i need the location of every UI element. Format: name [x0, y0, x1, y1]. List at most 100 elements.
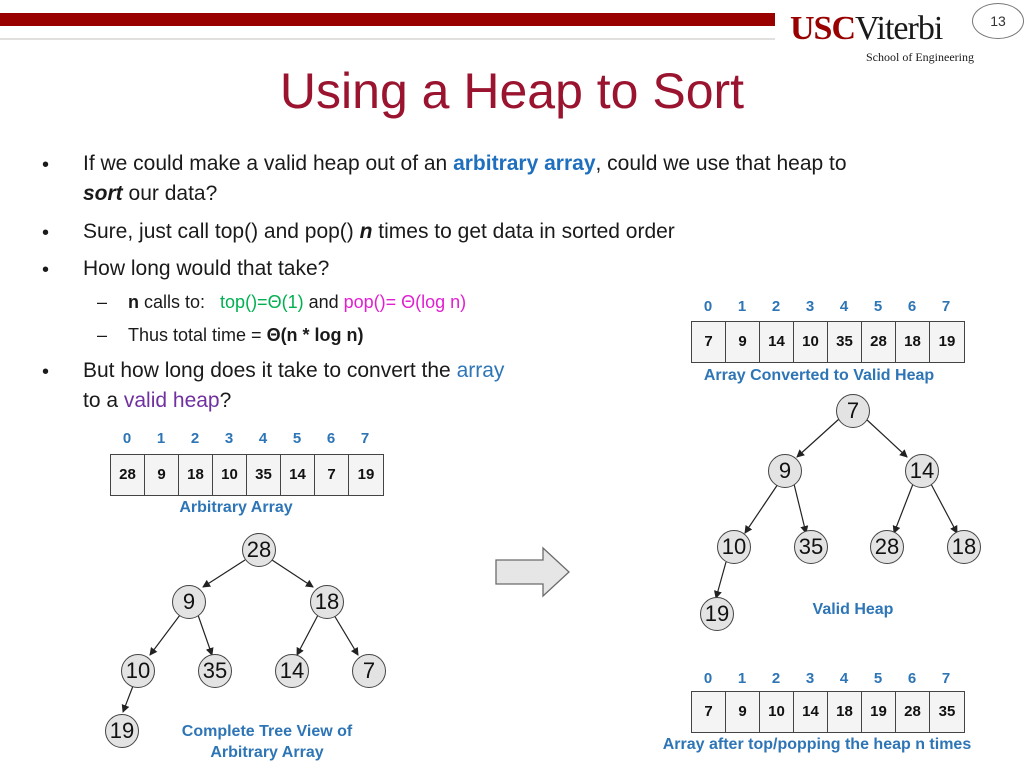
index-label: 2: [771, 670, 781, 687]
valid-heap-caption: Valid Heap: [812, 601, 894, 618]
array-cell: 9: [726, 322, 760, 362]
array-cell: 10: [760, 692, 794, 732]
index-label: 3: [805, 298, 815, 315]
edge: [714, 561, 727, 599]
edge: [202, 559, 246, 588]
edge: [892, 483, 914, 534]
arbitrary-array-caption: Arbitrary Array: [179, 499, 293, 516]
bullet-dot: •: [42, 259, 50, 281]
tree-node: 14: [275, 654, 309, 688]
index-label: 0: [703, 298, 713, 315]
sub-bullet-2: Thus total time = Θ(n * log n): [128, 325, 364, 345]
tree-node: 10: [717, 530, 751, 564]
bullet-dot: •: [42, 361, 50, 383]
array-cell: 19: [357, 466, 375, 483]
index-label: 4: [839, 670, 849, 687]
edge: [930, 483, 958, 534]
edge: [793, 483, 809, 534]
edge: [333, 614, 359, 656]
array-cell: 10: [794, 322, 828, 362]
tree-node: 18: [310, 585, 344, 619]
sub-dash: –: [97, 325, 108, 345]
index-label: 2: [190, 430, 200, 447]
index-label: 5: [292, 430, 302, 447]
tree-node: 9: [172, 585, 206, 619]
index-label: 6: [326, 430, 336, 447]
valid-heap-array: 7 9 14 10 35 28 18 19: [691, 321, 965, 363]
array-cell: 14: [794, 692, 828, 732]
tree-node: 14: [905, 454, 939, 488]
array-cell: 35: [828, 322, 862, 362]
index-label: 1: [737, 298, 747, 315]
index-label: 6: [907, 670, 917, 687]
index-label: 7: [941, 670, 951, 687]
bullet-1: If we could make a valid heap out of an …: [83, 152, 847, 205]
bullet-dot: •: [42, 154, 50, 176]
edge: [197, 614, 214, 656]
tree-node: 35: [198, 654, 232, 688]
array-cell: 7: [692, 692, 726, 732]
bullet-3: How long would that take?: [83, 257, 330, 280]
array-cell: 18: [828, 692, 862, 732]
right-arrow-icon: [495, 546, 570, 598]
index-label: 0: [703, 670, 713, 687]
array-cell: 19: [862, 692, 896, 732]
array-cell: 18: [179, 455, 213, 495]
header-line: [0, 38, 775, 40]
tree-node: 35: [794, 530, 828, 564]
index-label: 4: [839, 298, 849, 315]
sorted-array: 7 9 10 14 18 19 28 35: [691, 691, 965, 733]
arbitrary-array: 28 9 18 10 35 14 7 19: [110, 454, 384, 496]
tree-node: 18: [947, 530, 981, 564]
array-cell: 9: [726, 692, 760, 732]
page-number: 13: [972, 3, 1024, 39]
sorted-array-caption: Array after top/popping the heap n times: [662, 736, 972, 753]
school-of-engineering-label: School of Engineering: [866, 50, 974, 64]
index-label: 0: [122, 430, 132, 447]
index-label: 6: [907, 298, 917, 315]
array-cell: 14: [760, 322, 794, 362]
bullet-dot: •: [42, 222, 50, 244]
array-cell: 10: [213, 455, 247, 495]
tree-node: 28: [242, 533, 276, 567]
index-label: 3: [224, 430, 234, 447]
array-cell: 35: [938, 703, 956, 720]
tree-node: 28: [870, 530, 904, 564]
sub-bullet-1: n calls to: top()=Θ(1) and pop()= Θ(log …: [128, 292, 467, 312]
index-label: 3: [805, 670, 815, 687]
edge: [796, 418, 840, 458]
tree-node: 19: [700, 597, 734, 631]
index-label: 1: [156, 430, 166, 447]
array-cell: 7: [692, 322, 726, 362]
array-cell: 19: [938, 333, 956, 350]
slide-title: Using a Heap to Sort: [279, 63, 745, 119]
index-label: 5: [873, 298, 883, 315]
index-label: 7: [360, 430, 370, 447]
edge: [149, 614, 181, 656]
array-cell: 28: [111, 455, 145, 495]
usc-viterbi-logo: USCViterbi: [790, 10, 943, 47]
header-bar: [0, 13, 775, 26]
tree-node: 7: [352, 654, 386, 688]
edge: [296, 614, 319, 656]
index-label: 1: [737, 670, 747, 687]
tree-node: 7: [836, 394, 870, 428]
valid-heap-array-caption: Array Converted to Valid Heap: [703, 367, 935, 384]
edge: [271, 559, 314, 588]
array-cell: 28: [896, 692, 930, 732]
bullet-4: But how long does it take to convert the…: [83, 359, 505, 412]
array-cell: 7: [315, 455, 349, 495]
sub-dash: –: [97, 292, 108, 312]
index-label: 2: [771, 298, 781, 315]
edge: [865, 418, 908, 458]
array-cell: 28: [862, 322, 896, 362]
index-label: 4: [258, 430, 268, 447]
index-label: 7: [941, 298, 951, 315]
tree-node: 10: [121, 654, 155, 688]
index-label: 5: [873, 670, 883, 687]
tree-node: 9: [768, 454, 802, 488]
array-cell: 35: [247, 455, 281, 495]
edge: [744, 483, 779, 534]
